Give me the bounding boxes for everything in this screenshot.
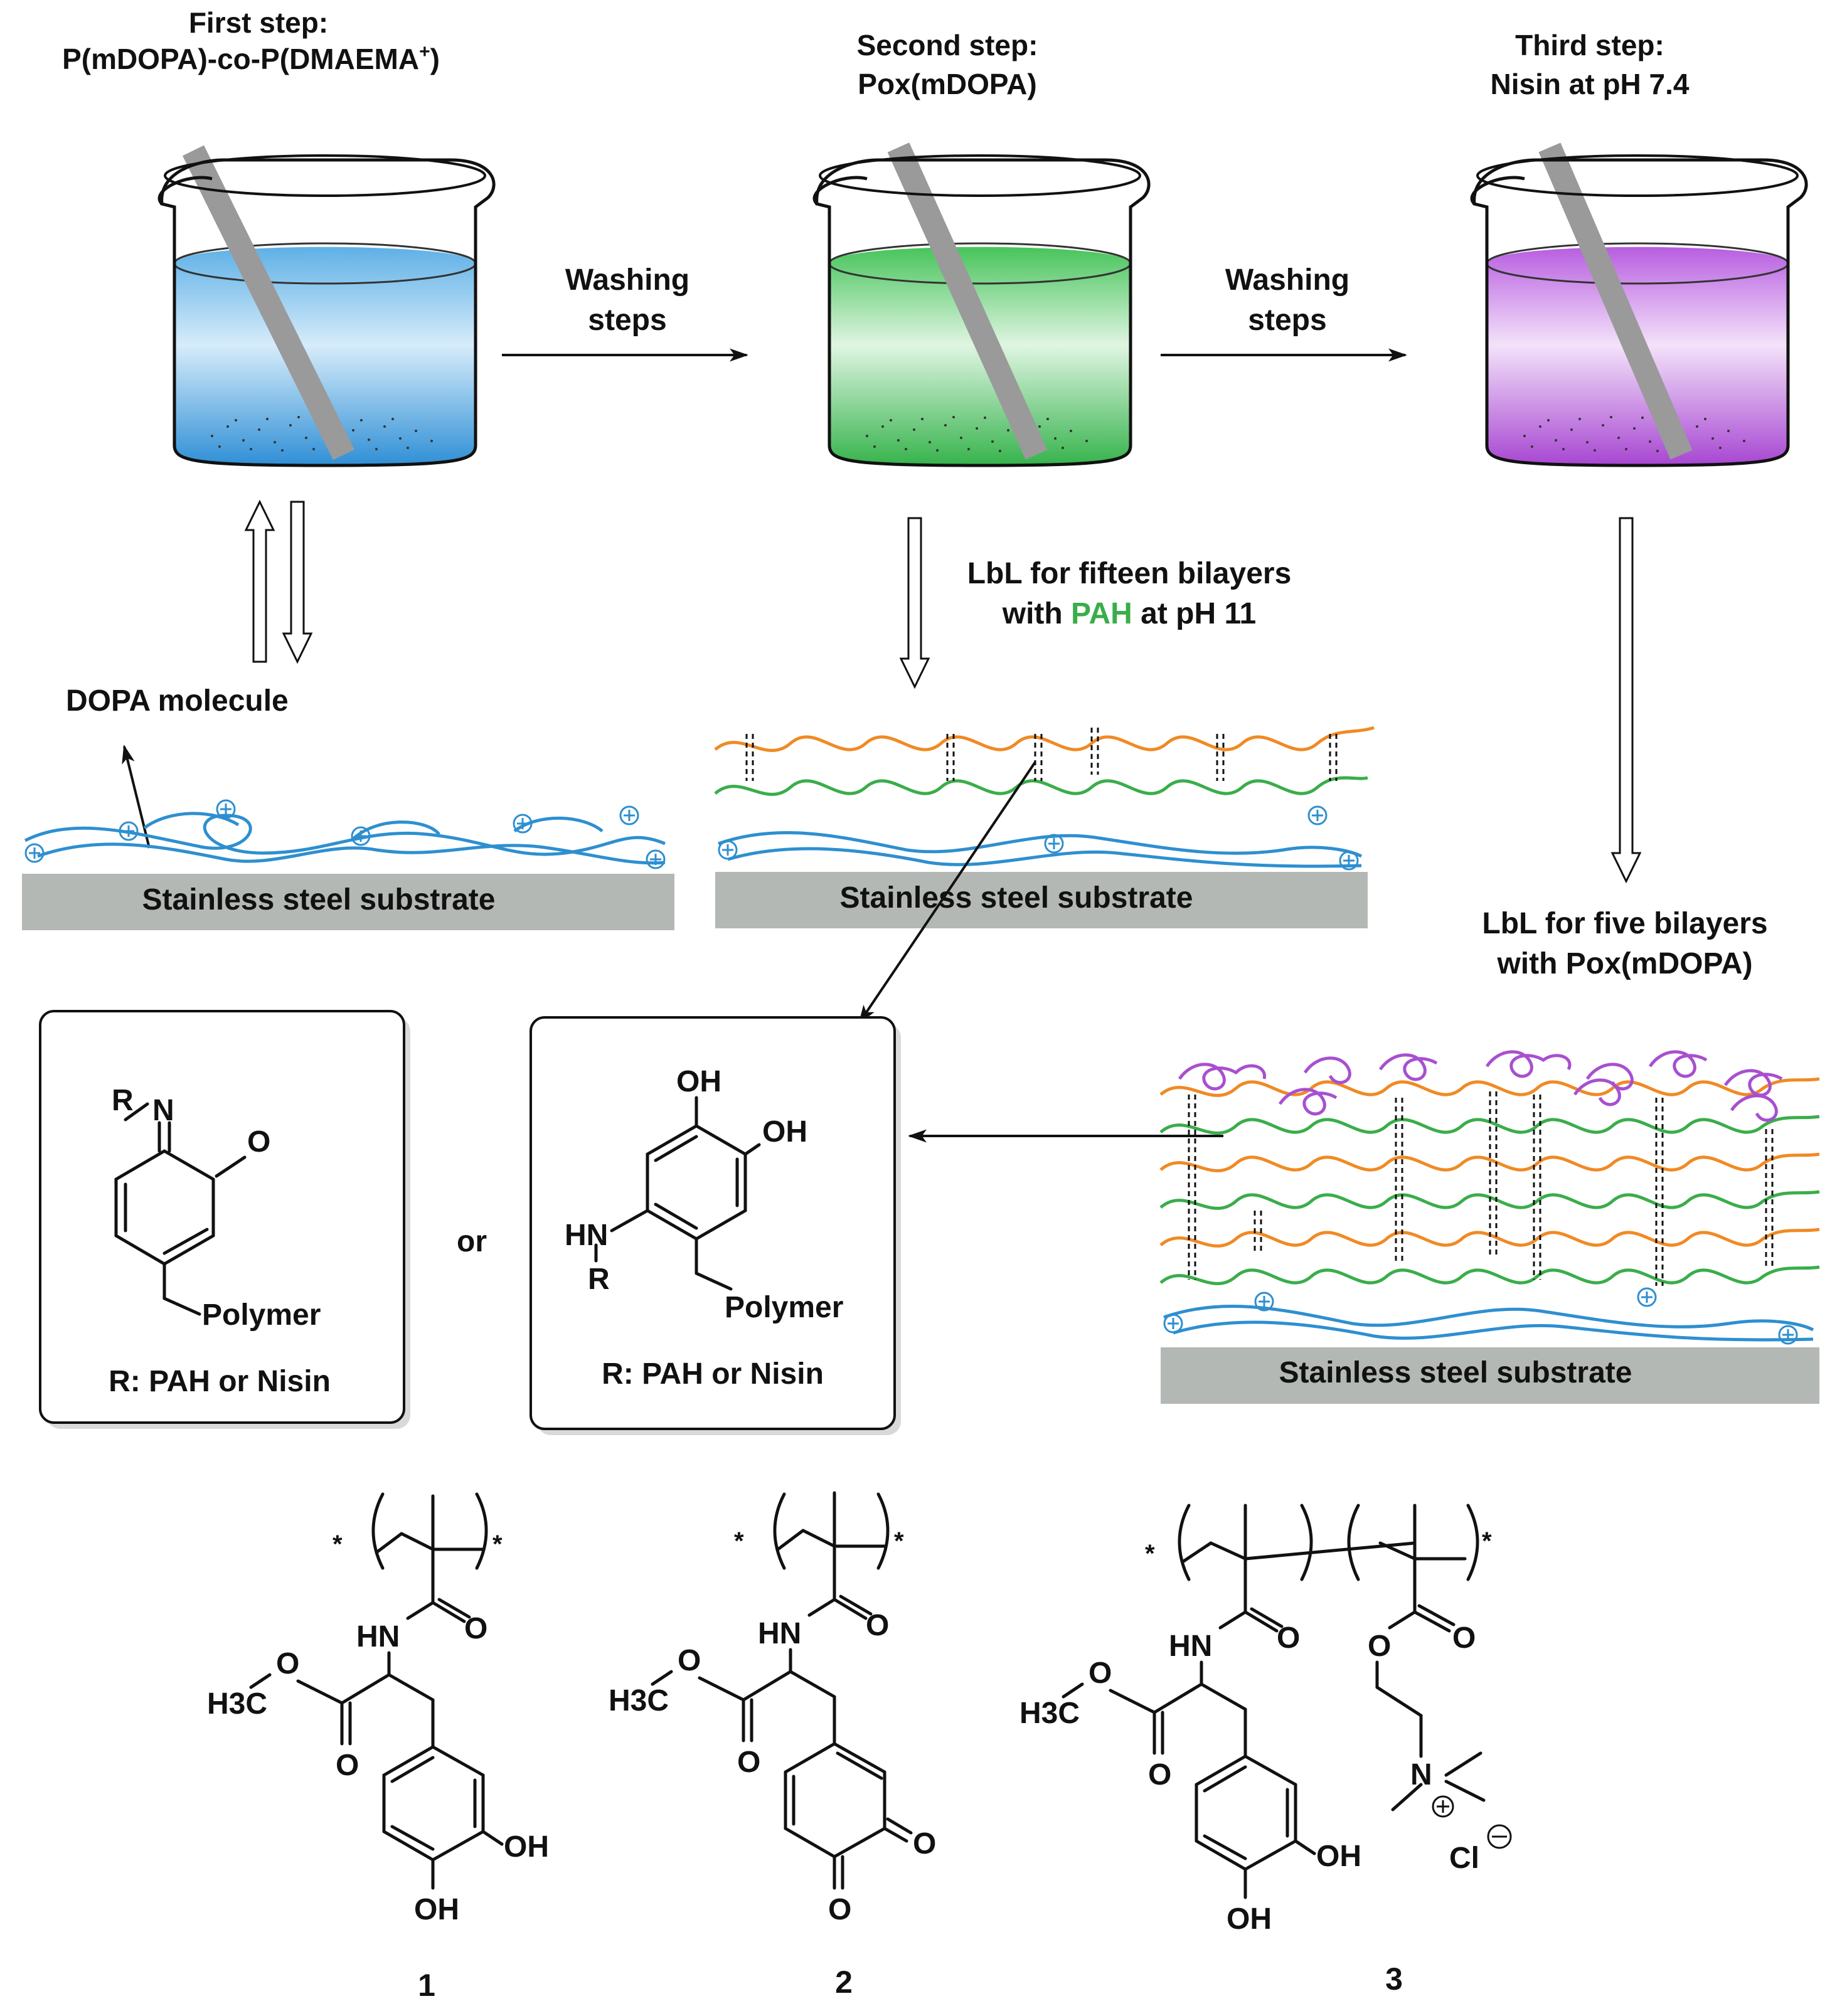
c3-minus-charge [1487, 1824, 1512, 1849]
plus-charges-3 [1163, 1287, 1798, 1345]
c1-o-ester: O [276, 1647, 299, 1680]
lbl-five-line2: with Pox(mDOPA) [1496, 947, 1752, 980]
catechol-adduct-structure [594, 1096, 761, 1291]
caption-left: R: PAH or Nisin [109, 1365, 331, 1398]
c3-h3c: H3C [1019, 1697, 1080, 1730]
c2-o-ester: O [678, 1644, 701, 1677]
atom-r: R [112, 1084, 134, 1117]
blue-solution [174, 247, 476, 465]
nisin-coils [1178, 1050, 1783, 1122]
c3-hn: HN [1169, 1630, 1212, 1663]
iminoquinone-structure [114, 1102, 247, 1316]
stir-rod [182, 145, 355, 460]
polymer-label-left: Polymer [202, 1298, 321, 1332]
substrate-label-3: Stainless steel substrate [1279, 1356, 1632, 1389]
c3-plus-charge [1432, 1795, 1454, 1818]
washing-label-4: steps [1248, 304, 1326, 337]
third-step-heading: Third step: [1515, 29, 1664, 61]
second-step-reagent: Pox(mDOPA) [858, 68, 1036, 100]
c1-o-carbonyl: O [336, 1749, 359, 1782]
substrate-2 [715, 872, 1368, 928]
detail-arrow-1 [858, 761, 1036, 1024]
second-step-heading: Second step: [857, 29, 1038, 61]
c1-star-right: * [492, 1531, 503, 1558]
c2-o-quinone-2: O [828, 1893, 851, 1926]
washing-label-3: Washing [1225, 263, 1349, 297]
c3-o-carbonyl: O [1148, 1758, 1171, 1791]
lbl-fifteen-line2: with PAH at pH 11 [1002, 597, 1257, 630]
dopa-arrow [122, 745, 151, 849]
plus-charges-1 [24, 799, 666, 869]
c3-o-carbonyl-2: O [1452, 1621, 1476, 1655]
c3-o-amide: O [1277, 1621, 1300, 1655]
third-step-reagent: Nisin at pH 7.4 [1491, 68, 1690, 100]
compound-label-1: 1 [418, 1968, 435, 2003]
c1-hn: HN [356, 1620, 400, 1653]
compound-2-structure [651, 1491, 913, 1890]
plus-charges-2 [718, 805, 1359, 871]
c1-oh-meta: OH [504, 1830, 549, 1864]
c1-h3c: H3C [207, 1687, 267, 1721]
substrate-3 [1161, 1347, 1819, 1404]
crosslinks-3 [1188, 1091, 1774, 1286]
lbl-down-arrow [899, 517, 930, 689]
crosslinks-2 [745, 728, 1338, 781]
beaker-third [1472, 142, 1806, 465]
atom-o: O [247, 1125, 270, 1159]
c2-o-carbonyl: O [737, 1746, 760, 1779]
equilibrium-arrows [244, 499, 313, 664]
compound-1-structure [249, 1492, 504, 1890]
layered-film-3 [1159, 1077, 1820, 1342]
c3-star-right: * [1482, 1527, 1492, 1555]
c2-hn: HN [758, 1617, 801, 1650]
blue-polymer-layer-1 [24, 812, 666, 865]
c2-o-quinone-1: O [913, 1827, 936, 1860]
c1-o-amide: O [464, 1612, 487, 1645]
or-text: or [457, 1225, 487, 1258]
atom-hn: HN [565, 1219, 608, 1252]
compound-label-2: 2 [835, 1965, 853, 2000]
c2-star-right: * [894, 1527, 904, 1555]
c3-o-ester: O [1089, 1657, 1112, 1690]
atom-r-right: R [588, 1263, 610, 1296]
box-right [530, 1016, 896, 1430]
compound-label-3: 3 [1385, 1961, 1403, 1997]
c1-star-left: * [333, 1531, 343, 1558]
atom-oh-1: OH [676, 1065, 721, 1098]
polymer-label-right: Polymer [725, 1291, 843, 1324]
lbl-fifteen-line1: LbL for fifteen bilayers [967, 557, 1292, 590]
c3-star-left: * [1145, 1540, 1155, 1568]
c3-n-plus: N [1410, 1758, 1432, 1791]
caption-right: R: PAH or Nisin [602, 1357, 824, 1391]
c2-h3c: H3C [609, 1684, 669, 1717]
lbl-five-down-arrow [1610, 517, 1642, 884]
box-left [39, 1010, 405, 1424]
pah-highlight: PAH [1071, 597, 1132, 630]
c2-o-amide: O [866, 1609, 889, 1642]
substrate-label-1: Stainless steel substrate [142, 883, 496, 916]
beaker-second [814, 142, 1149, 465]
atom-n: N [152, 1094, 174, 1127]
c1-oh-para: OH [414, 1893, 459, 1926]
substrate-label-2: Stainless steel substrate [840, 881, 1193, 915]
stir-rod [1538, 142, 1693, 460]
c3-o-ester-2: O [1368, 1630, 1391, 1663]
compound-3-structure [1062, 1504, 1486, 1899]
dopa-label: DOPA molecule [66, 684, 289, 718]
c3-chloride: Cl [1449, 1842, 1479, 1875]
stir-rod [887, 142, 1048, 460]
c3-oh-meta: OH [1316, 1840, 1361, 1873]
c3-oh-para: OH [1227, 1902, 1272, 1936]
c2-star-left: * [734, 1527, 744, 1555]
substrate-1 [22, 874, 674, 930]
atom-oh-2: OH [762, 1115, 807, 1149]
first-step-heading: First step: [189, 6, 328, 39]
lbl-five-line1: LbL for five bilayers [1482, 907, 1767, 940]
beaker-first [159, 145, 494, 465]
first-step-reagent: P(mDOPA)-co-P(DMAEMA+) [62, 41, 440, 75]
layered-film-2 [714, 726, 1375, 868]
washing-label-2: steps [588, 304, 666, 337]
washing-label-1: Washing [565, 263, 689, 297]
